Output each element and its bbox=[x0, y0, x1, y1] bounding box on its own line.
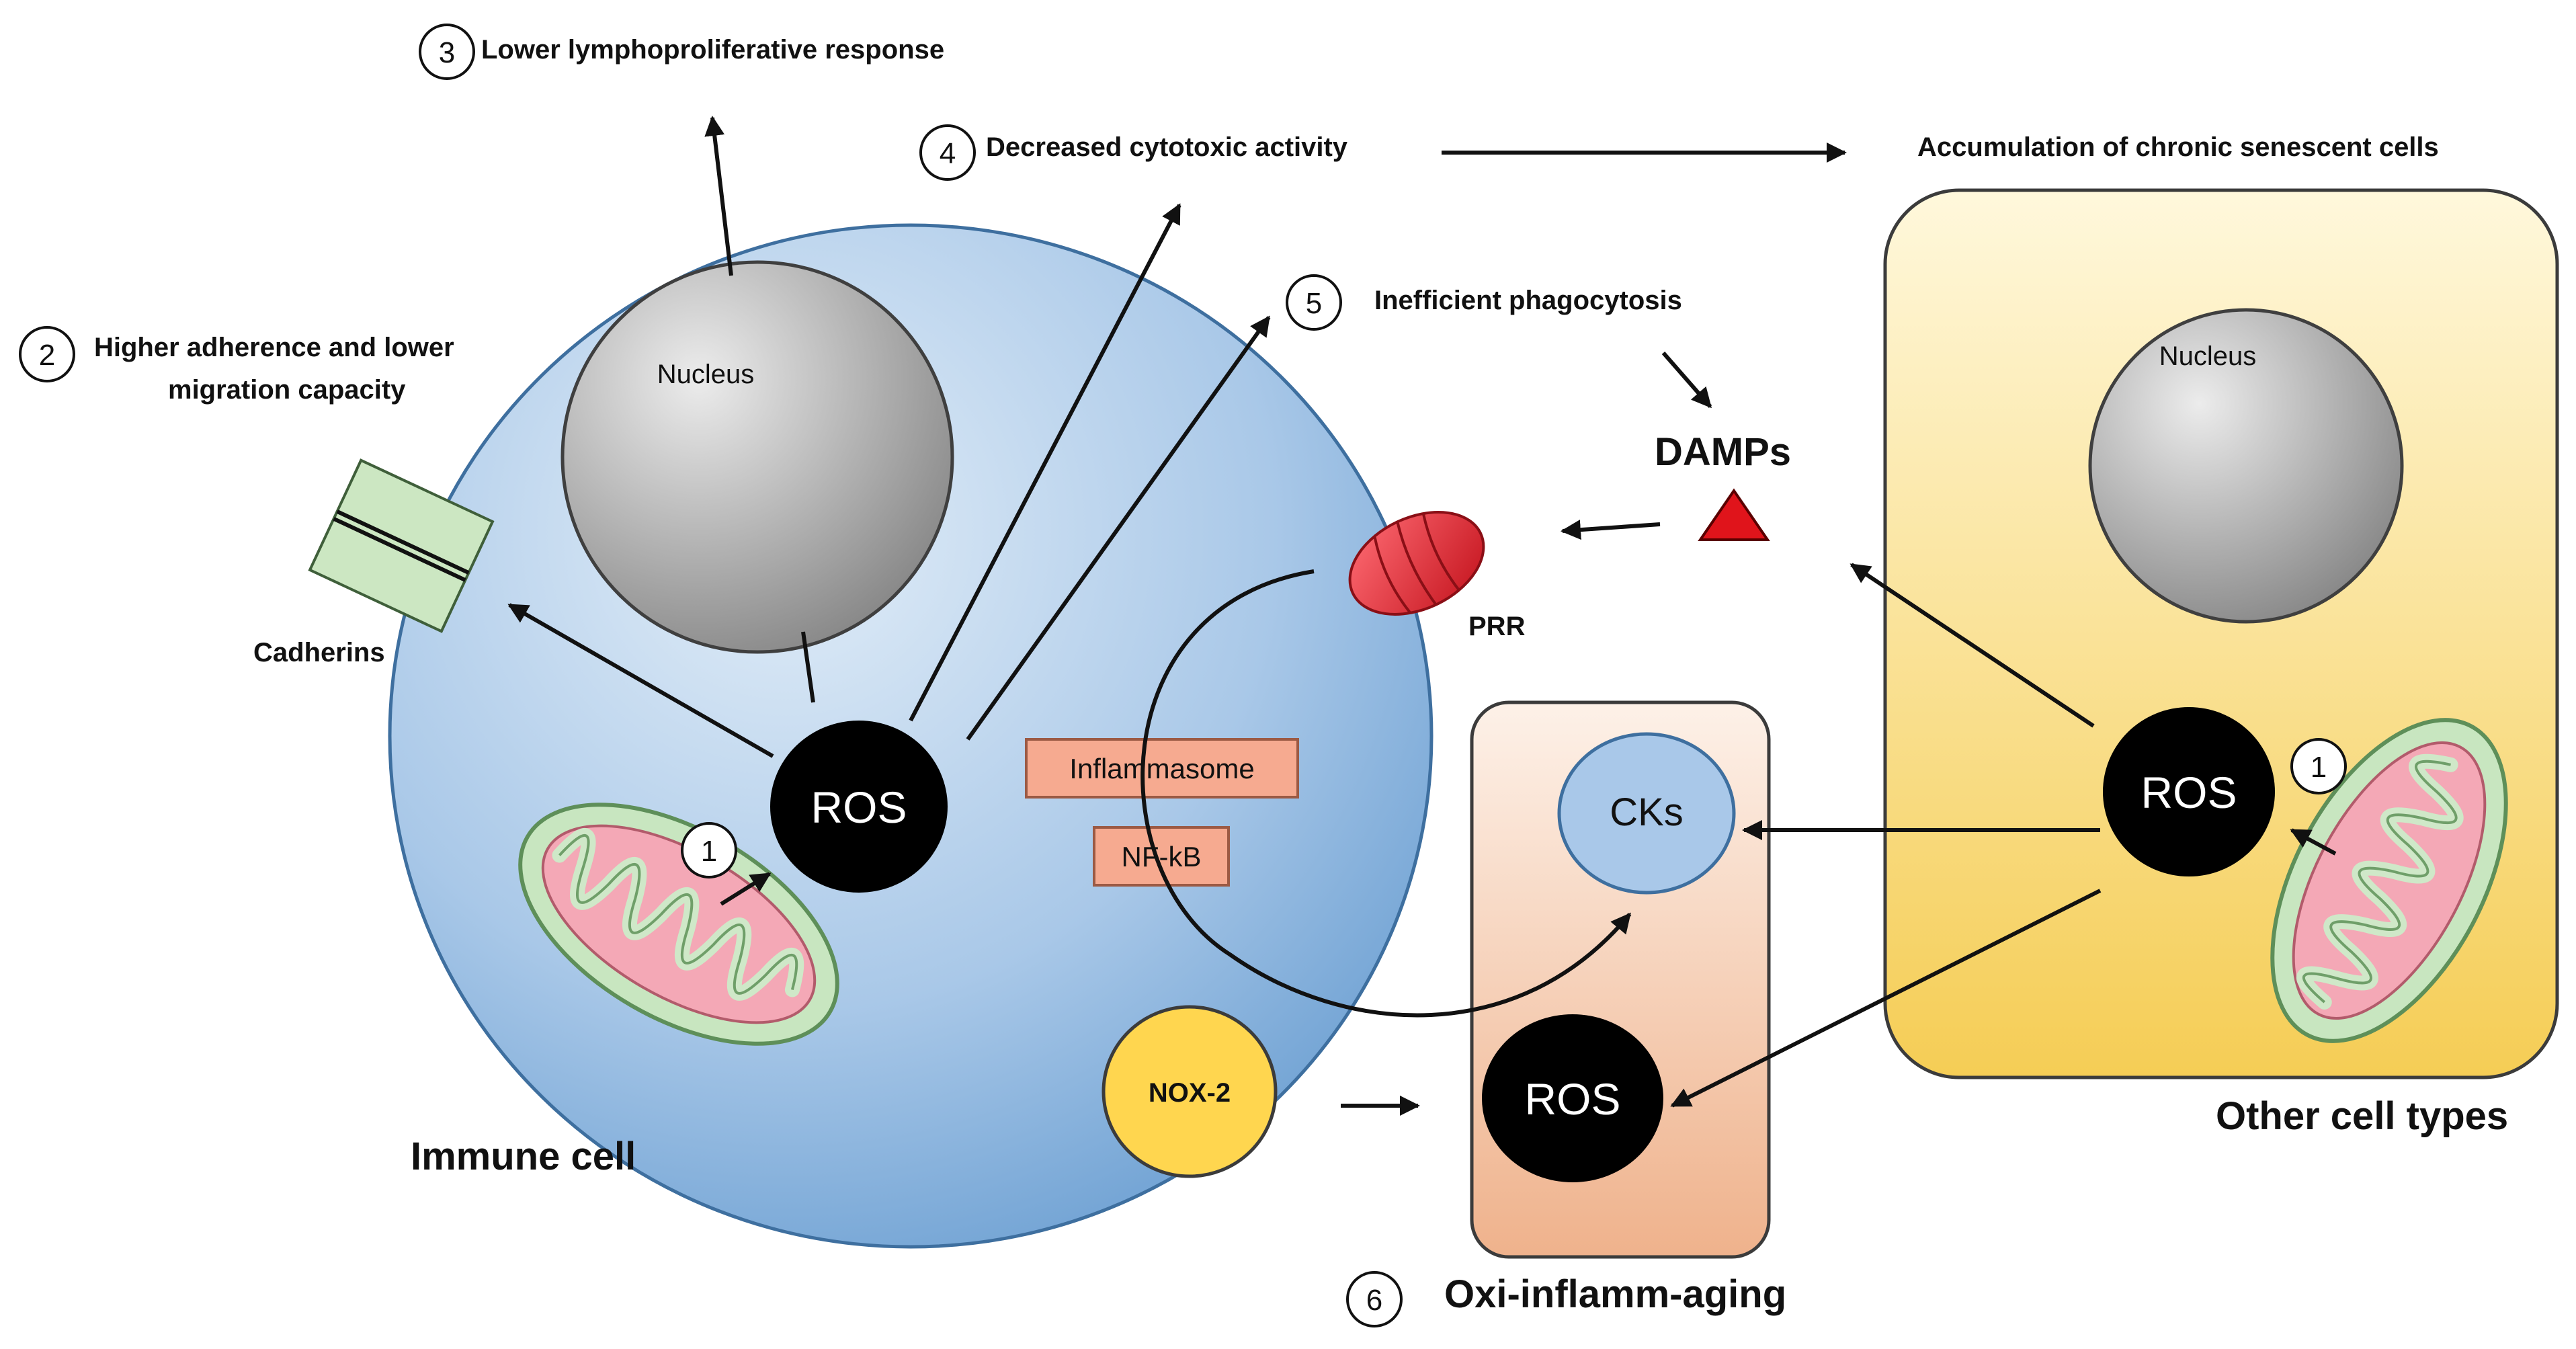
arrow-nucleus-to-lympho bbox=[704, 116, 733, 276]
oxi-inflamm-aging-label: Oxi-inflamm-aging bbox=[1444, 1272, 1786, 1316]
other-ros bbox=[2103, 707, 2275, 876]
immune-nucleus-label: Nucleus bbox=[657, 360, 755, 389]
damps-label: DAMPs bbox=[1655, 430, 1791, 474]
step-4: 4 bbox=[919, 124, 976, 181]
damps-triangle-icon bbox=[1698, 488, 1770, 541]
prr-receptor-icon bbox=[1348, 511, 1485, 616]
step-1-immune: 1 bbox=[681, 822, 737, 878]
arrow-other-ros-to-oxi-ros bbox=[1670, 889, 2102, 1108]
arrow-damps-to-prr bbox=[1561, 520, 1661, 540]
svg-text:4: 4 bbox=[940, 137, 956, 170]
arrow-mito-to-ros-other bbox=[2290, 828, 2337, 856]
nox2-node bbox=[1102, 1005, 1278, 1178]
arrow-ros-to-cytotoxic bbox=[909, 203, 1181, 722]
arrow-other-ros-to-damps bbox=[1850, 563, 2095, 728]
immune-ros bbox=[770, 721, 948, 893]
step-3: 3 bbox=[419, 24, 475, 80]
decreased-cytotoxic-label: Decreased cytotoxic activity bbox=[986, 132, 1348, 162]
nox2-label: NOX-2 bbox=[1149, 1078, 1231, 1108]
higher-adherence-label-2: migration capacity bbox=[168, 375, 406, 405]
accumulation-label: Accumulation of chronic senescent cells bbox=[1917, 132, 2439, 162]
svg-text:3: 3 bbox=[439, 36, 455, 69]
step-6: 6 bbox=[1346, 1271, 1403, 1327]
inflammasome-label: Inflammasome bbox=[1069, 753, 1254, 784]
nfkb-box bbox=[1093, 826, 1230, 887]
immune-cell-nucleus bbox=[560, 260, 954, 654]
svg-text:6: 6 bbox=[1366, 1284, 1382, 1317]
other-cell-types-label: Other cell types bbox=[2216, 1094, 2508, 1138]
step-1-other: 1 bbox=[2290, 738, 2347, 794]
svg-text:2: 2 bbox=[39, 339, 55, 372]
step-5: 5 bbox=[1286, 274, 1342, 331]
other-nucleus-label: Nucleus bbox=[2159, 341, 2257, 371]
oxi-inflamm-aging-box: CKs ROS Oxi-inflamm-aging bbox=[1444, 700, 1786, 1316]
other-ros-label: ROS bbox=[2141, 768, 2237, 817]
prr-label: PRR bbox=[1468, 612, 1526, 641]
arrow-mito-to-ros-immune bbox=[720, 872, 772, 906]
inefficient-phago-label: Inefficient phagocytosis bbox=[1374, 286, 1682, 315]
arrow-phagocytosis-to-damps bbox=[1661, 352, 1712, 409]
step-2: 2 bbox=[19, 326, 75, 382]
arrow-ros-to-cadherins bbox=[507, 603, 774, 758]
lower-lympho-label: Lower lymphoproliferative response bbox=[481, 35, 944, 65]
cadherin-icon bbox=[308, 458, 495, 633]
oxi-ros bbox=[1482, 1014, 1663, 1182]
other-cell-nucleus bbox=[2088, 308, 2404, 624]
higher-adherence-label-1: Higher adherence and lower bbox=[94, 333, 454, 362]
svg-text:5: 5 bbox=[1306, 287, 1322, 320]
immune-cell: Nucleus ROS Inflammasome NF-kB NOX-2 Cad… bbox=[253, 223, 1526, 1249]
arrow-ros-to-phagocytosis bbox=[966, 315, 1271, 741]
immune-cell-label: Immune cell bbox=[411, 1135, 636, 1178]
line-ros-to-nucleus bbox=[801, 631, 815, 703]
cks-label: CKs bbox=[1610, 790, 1684, 834]
cks-node bbox=[1557, 732, 1736, 895]
svg-text:1: 1 bbox=[2311, 751, 2327, 784]
cadherins-label: Cadherins bbox=[253, 638, 385, 667]
curve-prr-to-cks bbox=[1140, 569, 1632, 1018]
inflammasome-box bbox=[1025, 738, 1299, 799]
oxi-ros-label: ROS bbox=[1524, 1074, 1620, 1124]
immune-ros-label: ROS bbox=[811, 782, 907, 832]
other-cell: Nucleus ROS Other cell types bbox=[1883, 188, 2557, 1138]
svg-text:1: 1 bbox=[701, 835, 717, 868]
